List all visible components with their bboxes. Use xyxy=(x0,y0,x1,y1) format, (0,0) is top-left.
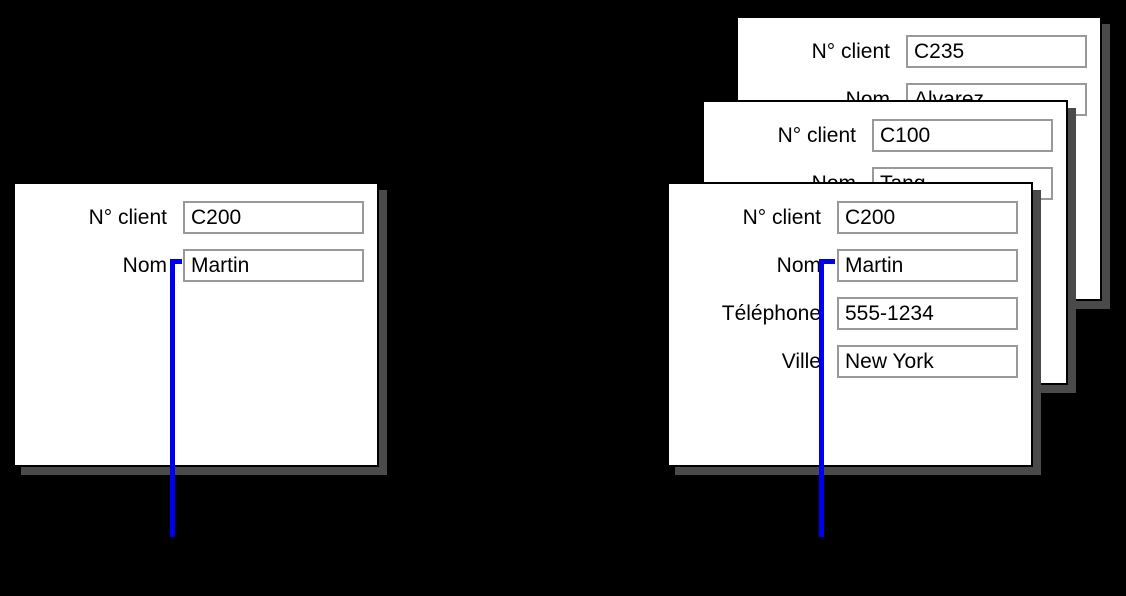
field-row: Téléphone xyxy=(669,297,1031,330)
client-number-label: N° client xyxy=(811,40,890,63)
field-row: Nom xyxy=(15,249,377,282)
name-field-pointer-line-right xyxy=(819,259,835,537)
client-number-label: N° client xyxy=(742,206,821,229)
client-number-input[interactable] xyxy=(906,35,1087,68)
customer-form-card-front: N° client Nom Téléphone Ville xyxy=(667,182,1033,467)
field-row: N° client xyxy=(704,119,1066,152)
field-row: N° client xyxy=(15,201,377,234)
name-input[interactable] xyxy=(837,249,1018,282)
name-label: Nom xyxy=(122,254,167,277)
field-row: N° client xyxy=(669,201,1031,234)
city-label: Ville xyxy=(781,350,821,373)
client-number-label: N° client xyxy=(777,124,856,147)
city-input[interactable] xyxy=(837,345,1018,378)
field-row: Nom xyxy=(669,249,1031,282)
client-number-input[interactable] xyxy=(183,201,364,234)
name-field-pointer-line-left xyxy=(170,259,182,537)
client-number-input[interactable] xyxy=(837,201,1018,234)
client-number-label: N° client xyxy=(88,206,167,229)
name-label: Nom xyxy=(776,254,821,277)
customer-form-card-left: N° client Nom xyxy=(13,182,379,467)
name-input[interactable] xyxy=(183,249,364,282)
field-row: Ville xyxy=(669,345,1031,378)
phone-label: Téléphone xyxy=(721,302,821,325)
client-number-input[interactable] xyxy=(872,119,1053,152)
field-row: N° client xyxy=(738,35,1100,68)
phone-input[interactable] xyxy=(837,297,1018,330)
